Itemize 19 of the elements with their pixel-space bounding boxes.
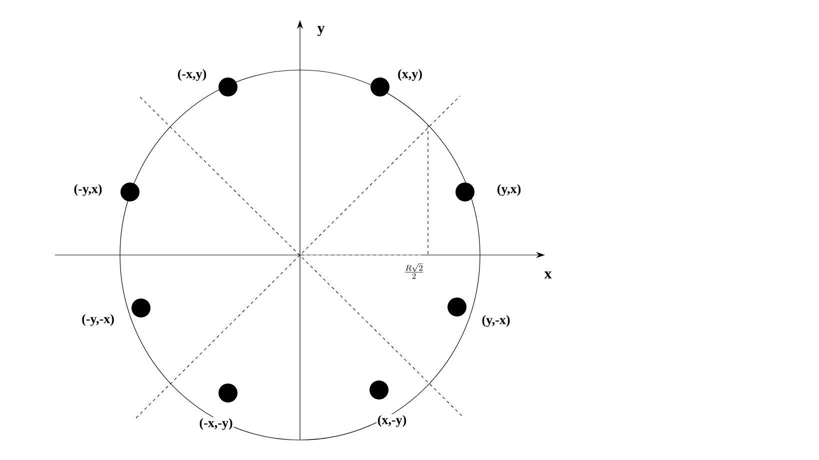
formula-label: $\frac{R\sqrt{2}}{2}$ xyxy=(405,264,423,279)
point-dot xyxy=(218,384,238,402)
point-dot xyxy=(132,298,150,318)
point-label: (-x,y) xyxy=(176,68,208,82)
point-dot xyxy=(370,78,390,96)
point-dot xyxy=(218,78,238,96)
point-label: (y,-x) xyxy=(480,314,512,328)
point-label: (-x,-y) xyxy=(198,417,234,431)
point-dot xyxy=(448,298,466,316)
point-label: (x,-y) xyxy=(376,414,408,428)
point-label: (x,y) xyxy=(396,68,424,82)
point-dot xyxy=(120,182,140,202)
axis-label: x xyxy=(544,272,552,278)
point-label: (y,x) xyxy=(496,183,522,197)
point-label: (-y,x) xyxy=(72,183,104,197)
axis-label: y xyxy=(317,26,325,36)
point-dot xyxy=(456,182,474,202)
point-dot xyxy=(370,380,388,400)
point-label: (-y,-x) xyxy=(80,313,116,327)
